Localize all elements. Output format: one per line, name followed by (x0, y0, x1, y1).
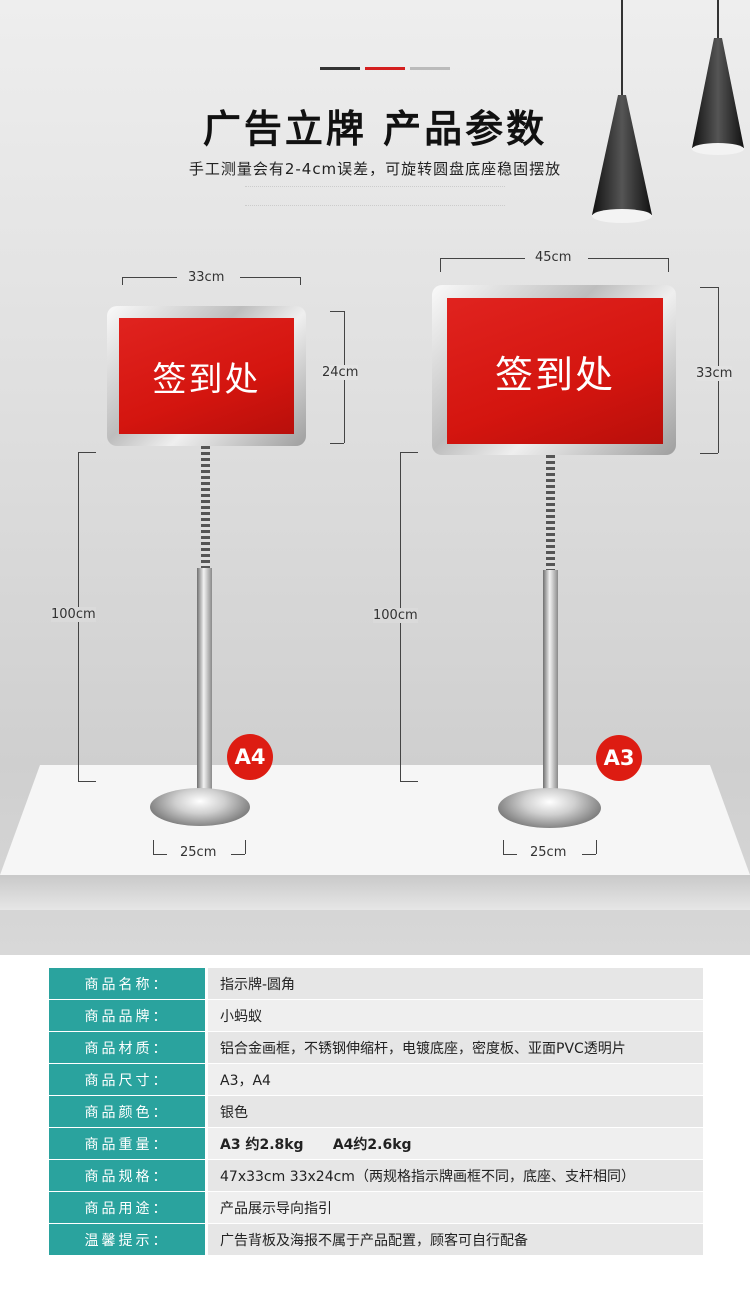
base-diameter-label: 25cm (180, 845, 217, 860)
spec-value: A3，A4 (206, 1063, 703, 1096)
spec-key: 商品尺寸： (49, 1063, 208, 1096)
spec-value: 47x33cm 33x24cm（两规格指示牌画框不同，底座、支杆相同） (206, 1159, 703, 1192)
spec-value: 银色 (206, 1095, 703, 1128)
spec-key: 商品重量： (49, 1127, 208, 1160)
spec-key: 商品品牌： (49, 999, 208, 1032)
base-diameter-label: 25cm (530, 845, 567, 860)
pendant-lamp-right-icon (692, 38, 744, 155)
decor-line-dark (320, 67, 360, 70)
floor-surface (0, 765, 750, 875)
size-badge: A4 (227, 734, 273, 780)
table-row: 商品用途：产品展示导向指引 (49, 1191, 703, 1224)
height-label: 33cm (696, 366, 733, 381)
decor-line-red (365, 67, 405, 70)
decor-dotted-strip (245, 186, 505, 206)
round-base (498, 788, 601, 828)
lamp-wire-left (621, 0, 623, 100)
telescopic-pole-lower (197, 568, 212, 813)
sign-poster: 签到处 (447, 298, 663, 444)
spec-key: 温馨提示： (49, 1223, 208, 1256)
pole-length-label: 100cm (51, 607, 96, 622)
pole-length-label: 100cm (373, 608, 418, 623)
width-label: 33cm (188, 270, 225, 285)
table-row: 商品材质：铝合金画框，不锈钢伸缩杆，电镀底座，密度板、亚面PVC透明片 (49, 1031, 703, 1064)
decor-line-gray (410, 67, 450, 70)
spec-key: 商品规格： (49, 1159, 208, 1192)
floor-front (0, 875, 750, 910)
spec-key: 商品颜色： (49, 1095, 208, 1128)
spec-key: 商品材质： (49, 1031, 208, 1064)
table-row: 商品品牌：小蚂蚁 (49, 999, 703, 1032)
telescopic-pole-lower (543, 570, 558, 815)
spec-value: 广告背板及海报不属于产品配置，顾客可自行配备 (206, 1223, 703, 1256)
pendant-lamp-left-icon (592, 95, 652, 223)
table-row: 商品规格：47x33cm 33x24cm（两规格指示牌画框不同，底座、支杆相同） (49, 1159, 703, 1192)
spec-value: 产品展示导向指引 (206, 1191, 703, 1224)
spec-value: A3 约2.8kg A4约2.6kg (206, 1127, 703, 1160)
round-base (150, 788, 250, 826)
telescopic-pole-upper (546, 455, 555, 575)
sign-poster: 签到处 (119, 318, 294, 434)
spec-value: 铝合金画框，不锈钢伸缩杆，电镀底座，密度板、亚面PVC透明片 (206, 1031, 703, 1064)
table-row: 商品名称：指示牌-圆角 (49, 968, 703, 1000)
size-badge: A3 (596, 735, 642, 781)
telescopic-pole-upper (201, 446, 210, 571)
product-hero: 广告立牌 产品参数 手工测量会有2-4cm误差，可旋转圆盘底座稳固摆放 33cm… (0, 0, 750, 955)
table-row: 商品颜色：银色 (49, 1095, 703, 1128)
spec-key: 商品名称： (49, 968, 208, 1000)
table-row: 商品尺寸：A3，A4 (49, 1063, 703, 1096)
spec-key: 商品用途： (49, 1191, 208, 1224)
spec-value: 小蚂蚁 (206, 999, 703, 1032)
table-row: 温馨提示：广告背板及海报不属于产品配置，顾客可自行配备 (49, 1223, 703, 1256)
width-label: 45cm (535, 250, 572, 265)
spec-table: 商品名称：指示牌-圆角 商品品牌：小蚂蚁 商品材质：铝合金画框，不锈钢伸缩杆，电… (49, 968, 703, 1256)
page-subtitle: 手工测量会有2-4cm误差，可旋转圆盘底座稳固摆放 (188, 160, 562, 178)
page-title: 广告立牌 产品参数 (202, 107, 548, 151)
lamp-wire-right (717, 0, 719, 40)
spec-value: 指示牌-圆角 (206, 968, 703, 1000)
table-row: 商品重量：A3 约2.8kg A4约2.6kg (49, 1127, 703, 1160)
height-label: 24cm (322, 365, 359, 380)
